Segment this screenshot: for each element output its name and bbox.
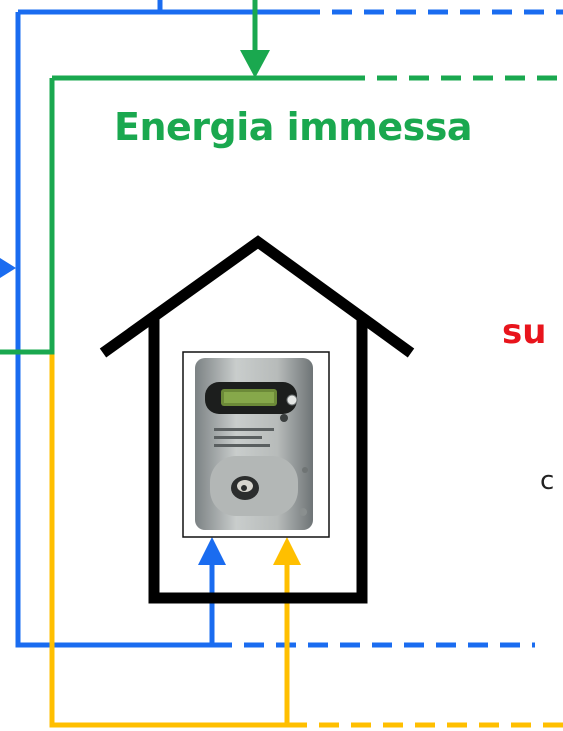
blue-arrowhead-up	[198, 537, 226, 565]
green-flow-line	[0, 0, 563, 355]
diagram-title: Energia immessa	[114, 105, 473, 149]
yellow-flow-line	[49, 352, 563, 728]
blue-flow-line	[0, 0, 563, 648]
green-arrowhead-down	[240, 50, 270, 78]
electricity-meter-icon	[182, 351, 330, 538]
house-outline-icon	[99, 235, 415, 604]
black-text-fragment: c	[540, 466, 555, 496]
yellow-arrowhead-up	[273, 537, 301, 565]
red-text-fragment: su	[502, 312, 547, 352]
blue-arrowhead-left	[0, 258, 16, 278]
